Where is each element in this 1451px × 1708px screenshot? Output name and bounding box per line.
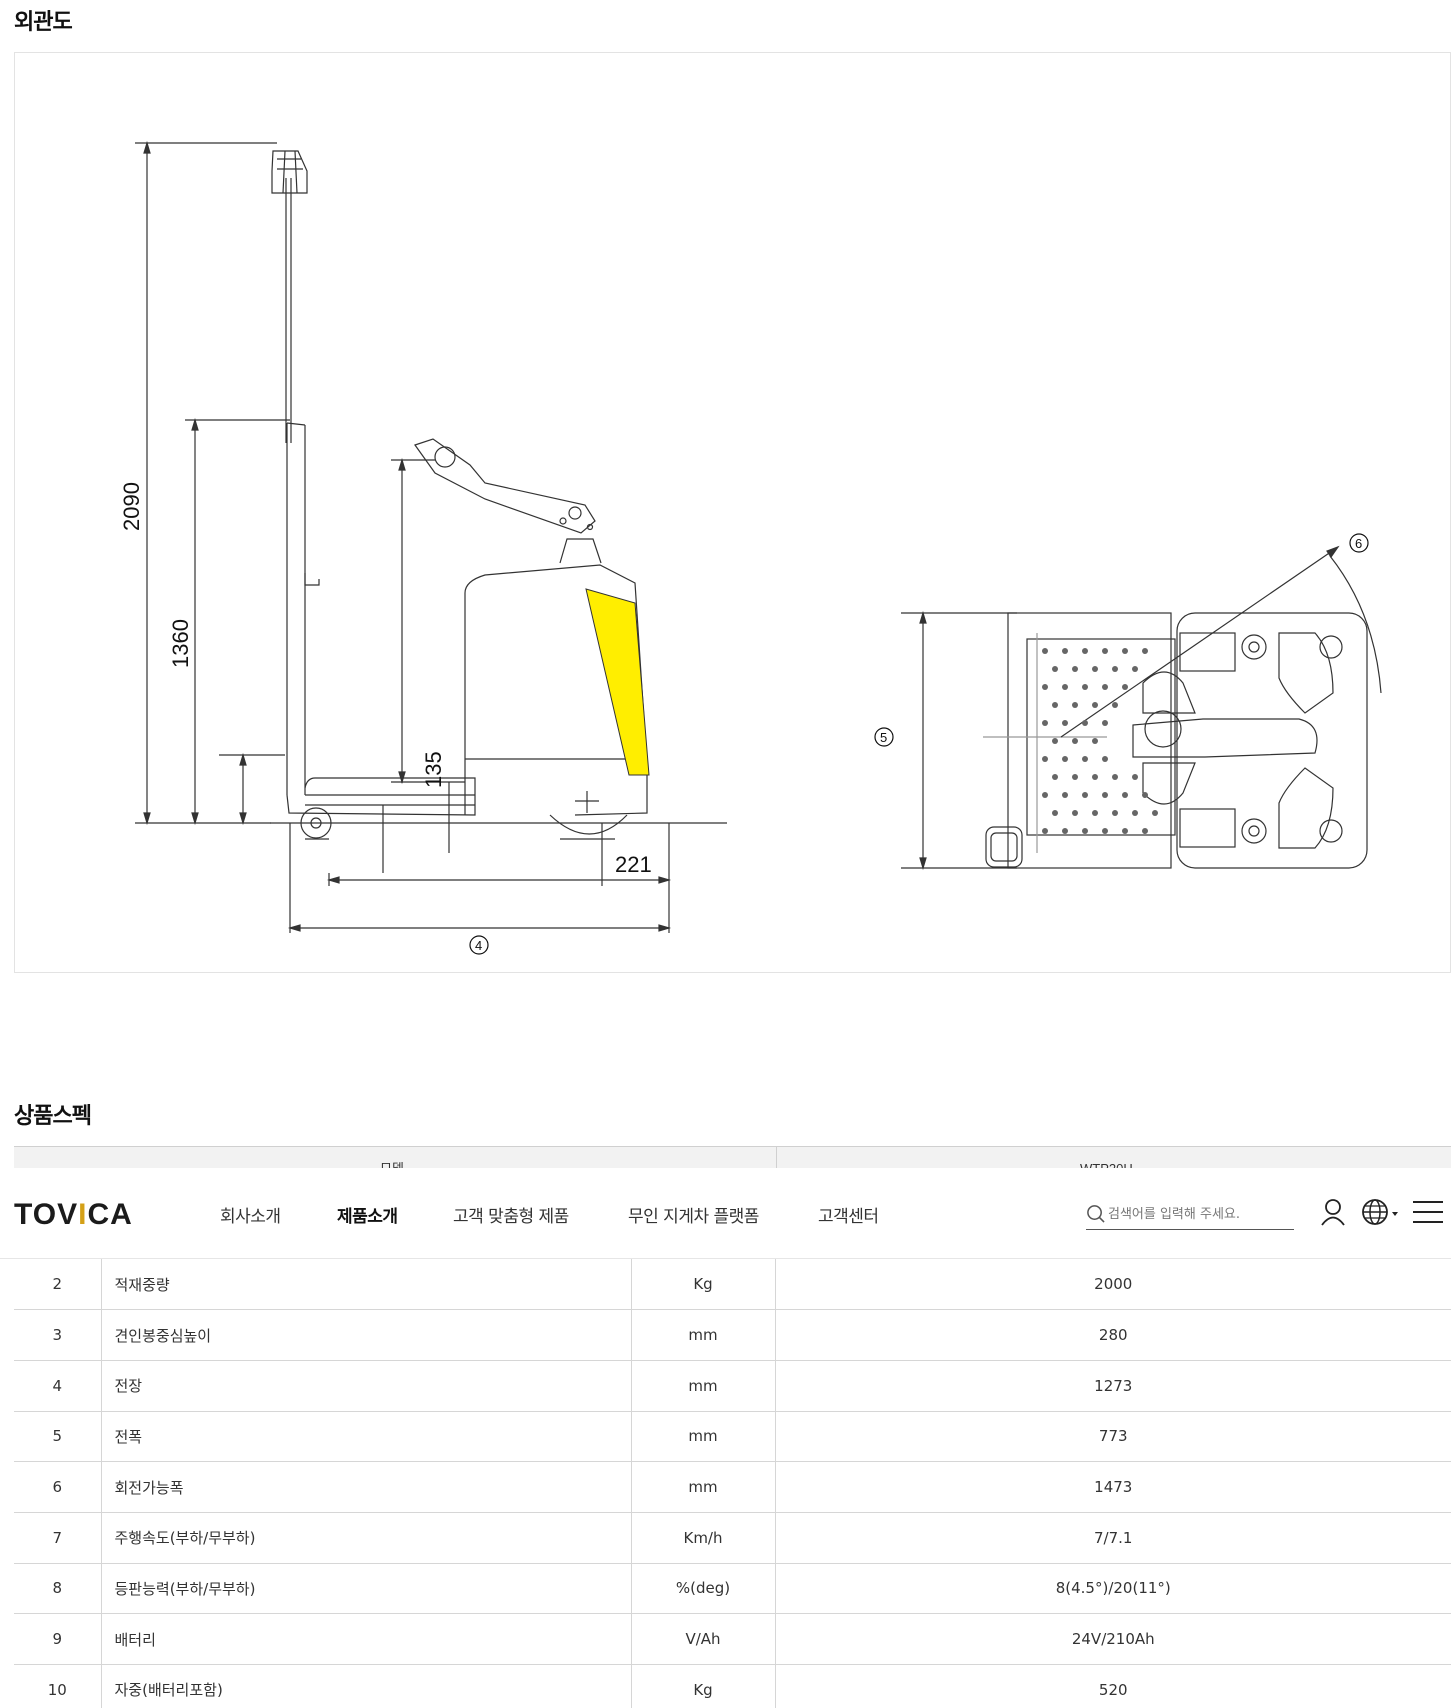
dim-1360-label: 1360	[168, 619, 193, 668]
spec-item: 회전가능폭	[101, 1461, 632, 1513]
spec-value: 8(4.5°)/20(11°)	[775, 1563, 1451, 1615]
spec-header-row: 모델 WTP20H	[14, 1146, 1451, 1169]
row-number: 10	[14, 1664, 102, 1708]
spec-value: 520	[775, 1664, 1451, 1708]
mark-4-label: 4	[475, 938, 482, 953]
spec-unit: %(deg)	[631, 1563, 776, 1615]
spec-unit: Kg	[631, 1259, 776, 1311]
spec-value: 24V/210Ah	[775, 1613, 1451, 1665]
spec-value: 773	[775, 1411, 1451, 1463]
search-icon	[1087, 1205, 1105, 1223]
spec-unit: V/Ah	[631, 1613, 776, 1665]
spec-unit: mm	[631, 1461, 776, 1513]
mark-6-label: 6	[1355, 536, 1362, 551]
row-number: 9	[14, 1613, 102, 1665]
dim-2090-label: 2090	[119, 482, 144, 531]
site-header: TOVICA 회사소개 제품소개 고객 맞춤형 제품 무인 지게차 플랫폼 고객…	[0, 1168, 1451, 1259]
spec-unit: mm	[631, 1309, 776, 1361]
hamburger-menu-icon[interactable]	[1413, 1198, 1443, 1226]
row-number: 7	[14, 1512, 102, 1564]
spec-unit: Kg	[631, 1664, 776, 1708]
user-icon[interactable]	[1320, 1198, 1346, 1226]
globe-language-icon[interactable]	[1362, 1198, 1400, 1226]
dim-221-label: 221	[615, 852, 652, 877]
side-view-drawing	[135, 140, 727, 933]
search-box[interactable]	[1086, 1196, 1294, 1230]
spec-value: 1473	[775, 1461, 1451, 1513]
spec-item: 배터리	[101, 1613, 632, 1665]
spec-unit: mm	[631, 1411, 776, 1463]
nav-company[interactable]: 회사소개	[220, 1207, 281, 1227]
spec-value: 7/7.1	[775, 1512, 1451, 1564]
nav-custom-products[interactable]: 고객 맞춤형 제품	[453, 1207, 569, 1227]
spec-value: 280	[775, 1309, 1451, 1361]
spec-item: 등판능력(부하/무부하)	[101, 1563, 632, 1615]
spec-value: 2000	[775, 1259, 1451, 1311]
spec-unit: Km/h	[631, 1512, 776, 1564]
appearance-drawing: 2090 1360 135 221 4	[14, 52, 1451, 973]
spec-unit: mm	[631, 1360, 776, 1412]
perforation-pattern	[1042, 648, 1158, 834]
dim-135-label: 135	[421, 751, 446, 788]
spec-item: 전장	[101, 1360, 632, 1412]
appearance-title: 외관도	[14, 10, 73, 35]
spec-item: 적재중량	[101, 1259, 632, 1311]
yellow-body-panel	[585, 588, 650, 776]
row-number: 4	[14, 1360, 102, 1412]
spec-item: 주행속도(부하/무부하)	[101, 1512, 632, 1564]
nav-unmanned-forklift[interactable]: 무인 지게차 플랫폼	[628, 1207, 759, 1227]
nav-products[interactable]: 제품소개	[337, 1207, 398, 1227]
row-number: 8	[14, 1563, 102, 1615]
spec-item: 견인봉중심높이	[101, 1309, 632, 1361]
row-number: 5	[14, 1411, 102, 1463]
row-number: 2	[14, 1259, 102, 1311]
row-number: 6	[14, 1461, 102, 1513]
tovica-logo[interactable]: TOVICA	[14, 1198, 133, 1231]
chevron-down-icon	[1392, 1212, 1398, 1216]
spec-header-col1: 모델	[380, 1161, 404, 1169]
spec-value: 1273	[775, 1360, 1451, 1412]
nav-customer-center[interactable]: 고객센터	[818, 1207, 879, 1227]
spec-header-col2: WTP20H	[1080, 1161, 1133, 1169]
search-input[interactable]	[1108, 1202, 1292, 1226]
row-number: 3	[14, 1309, 102, 1361]
technical-drawing-svg: 2090 1360 135 221 4	[119, 140, 1382, 955]
mark-5-label: 5	[880, 730, 887, 745]
spec-item: 자중(배터리포함)	[101, 1664, 632, 1708]
spec-item: 전폭	[101, 1411, 632, 1463]
spec-title: 상품스펙	[14, 1104, 92, 1129]
top-view-drawing	[901, 545, 1382, 871]
